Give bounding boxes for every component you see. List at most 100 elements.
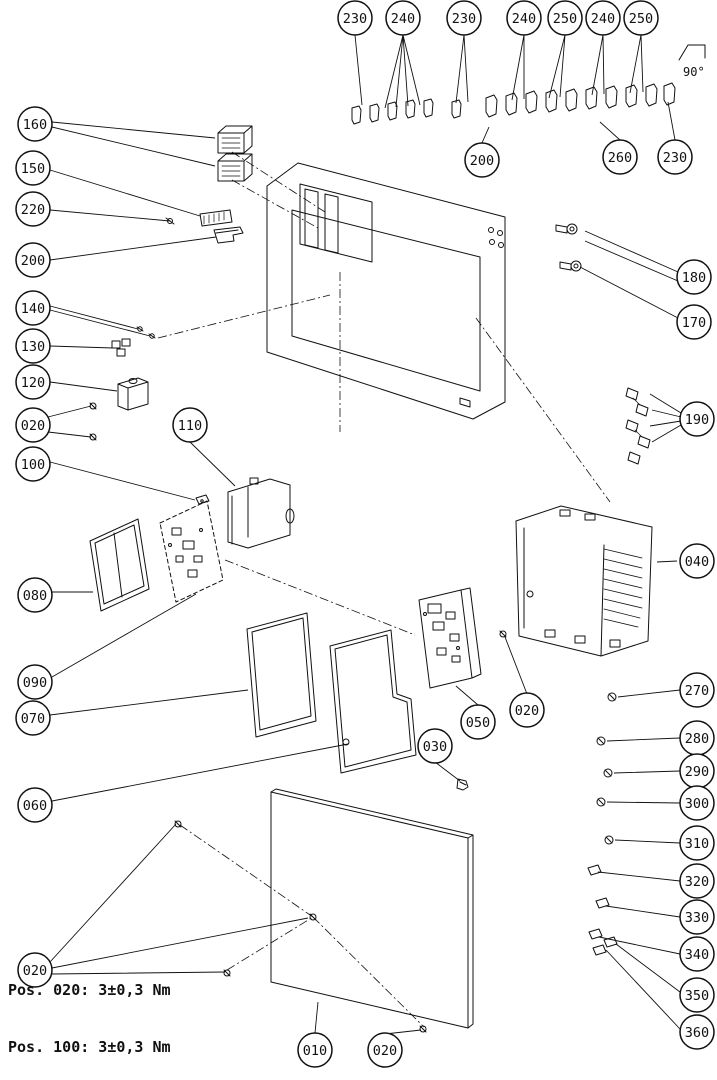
balloon-020: 020: [509, 692, 545, 728]
svg-text:230: 230: [452, 11, 476, 27]
balloon-120: 120: [15, 364, 51, 400]
part-clip-100: [195, 494, 210, 505]
svg-text:050: 050: [466, 715, 490, 731]
balloon-330: 330: [679, 899, 715, 935]
part-clip-row: [351, 82, 676, 125]
svg-text:150: 150: [21, 161, 45, 177]
part-bracket-110: [227, 477, 295, 549]
part-cover-060: [329, 629, 417, 774]
balloon-020: 020: [15, 407, 51, 443]
svg-text:250: 250: [629, 11, 653, 27]
part-panel-010: [270, 788, 474, 1029]
balloon-050: 050: [460, 704, 496, 740]
part-connector-strip: [199, 209, 233, 227]
svg-text:020: 020: [515, 703, 539, 719]
svg-text:180: 180: [682, 270, 706, 286]
svg-text:230: 230: [663, 150, 687, 166]
torque-note-020: Pos. 020: 3±0,3 Nm: [8, 981, 171, 999]
svg-text:080: 080: [23, 588, 47, 604]
svg-text:040: 040: [685, 554, 709, 570]
balloon-350: 350: [679, 977, 715, 1013]
svg-text:160: 160: [23, 117, 47, 133]
svg-text:240: 240: [512, 11, 536, 27]
leader-lines: [47, 34, 682, 1035]
svg-text:350: 350: [685, 988, 709, 1004]
balloon-150: 150: [15, 150, 51, 186]
balloon-200: 200: [464, 142, 500, 178]
svg-text:320: 320: [685, 874, 709, 890]
svg-text:360: 360: [685, 1025, 709, 1041]
balloon-040: 040: [679, 543, 715, 579]
balloon-230: 230: [446, 0, 482, 36]
part-pcb-090: [159, 500, 224, 603]
part-screws-020: [89, 402, 507, 1033]
balloon-080: 080: [17, 577, 53, 613]
svg-text:200: 200: [470, 153, 494, 169]
svg-text:130: 130: [21, 339, 45, 355]
balloon-340: 340: [679, 936, 715, 972]
balloon-180: 180: [676, 259, 712, 295]
balloon-130: 130: [15, 328, 51, 364]
svg-text:280: 280: [685, 731, 709, 747]
balloon-280: 280: [679, 720, 715, 756]
balloon-170: 170: [676, 304, 712, 340]
balloon-250: 250: [547, 0, 583, 36]
svg-text:090: 090: [23, 675, 47, 691]
part-spacers-130: [111, 338, 131, 357]
balloon-060: 060: [17, 787, 53, 823]
part-screws-140: [136, 326, 156, 339]
part-main-frame: [266, 162, 506, 420]
center-lines: [157, 151, 611, 1028]
balloon-010: 010: [297, 1032, 333, 1068]
svg-text:250: 250: [553, 11, 577, 27]
part-clip-chain-190: [625, 387, 651, 465]
svg-text:190: 190: [685, 412, 709, 428]
svg-text:240: 240: [391, 11, 415, 27]
balloon-100: 100: [15, 446, 51, 482]
svg-text:290: 290: [685, 764, 709, 780]
svg-text:100: 100: [21, 457, 45, 473]
part-fastener-column: [587, 692, 618, 956]
part-cover-070: [246, 612, 317, 738]
balloon-140: 140: [15, 290, 51, 326]
svg-text:140: 140: [21, 301, 45, 317]
balloon-020: 020: [367, 1032, 403, 1068]
svg-text:260: 260: [608, 150, 632, 166]
part-cover-080: [89, 518, 150, 612]
torque-note-100: Pos. 100: 3±0,3 Nm: [8, 1038, 171, 1056]
angle-flag: [678, 44, 706, 61]
balloon-190: 190: [679, 401, 715, 437]
part-screw-180: [555, 223, 578, 235]
svg-text:060: 060: [23, 798, 47, 814]
balloon-090: 090: [17, 664, 53, 700]
balloon-200: 200: [15, 242, 51, 278]
balloon-070: 070: [15, 700, 51, 736]
balloon-320: 320: [679, 863, 715, 899]
balloon-270: 270: [679, 672, 715, 708]
balloon-160: 160: [17, 106, 53, 142]
balloon-250: 250: [623, 0, 659, 36]
balloon-260: 260: [602, 139, 638, 175]
balloon-230: 230: [337, 0, 373, 36]
part-frame-040: [515, 505, 653, 657]
torque-notes: Pos. 020: 3±0,3 Nm Pos. 100: 3±0,3 Nm: [8, 943, 171, 1076]
part-plate-200: [213, 226, 244, 244]
part-pcb-050: [418, 587, 482, 689]
svg-text:170: 170: [682, 315, 706, 331]
svg-text:340: 340: [685, 947, 709, 963]
svg-text:020: 020: [21, 418, 45, 434]
svg-text:120: 120: [21, 375, 45, 391]
svg-text:070: 070: [21, 711, 45, 727]
svg-text:010: 010: [303, 1043, 327, 1059]
balloon-360: 360: [679, 1014, 715, 1050]
svg-text:230: 230: [343, 11, 367, 27]
part-screw-170: [559, 260, 582, 272]
svg-text:220: 220: [21, 202, 45, 218]
balloon-030: 030: [417, 728, 453, 764]
balloon-290: 290: [679, 753, 715, 789]
svg-text:270: 270: [685, 683, 709, 699]
part-bracket-030: [456, 778, 469, 791]
